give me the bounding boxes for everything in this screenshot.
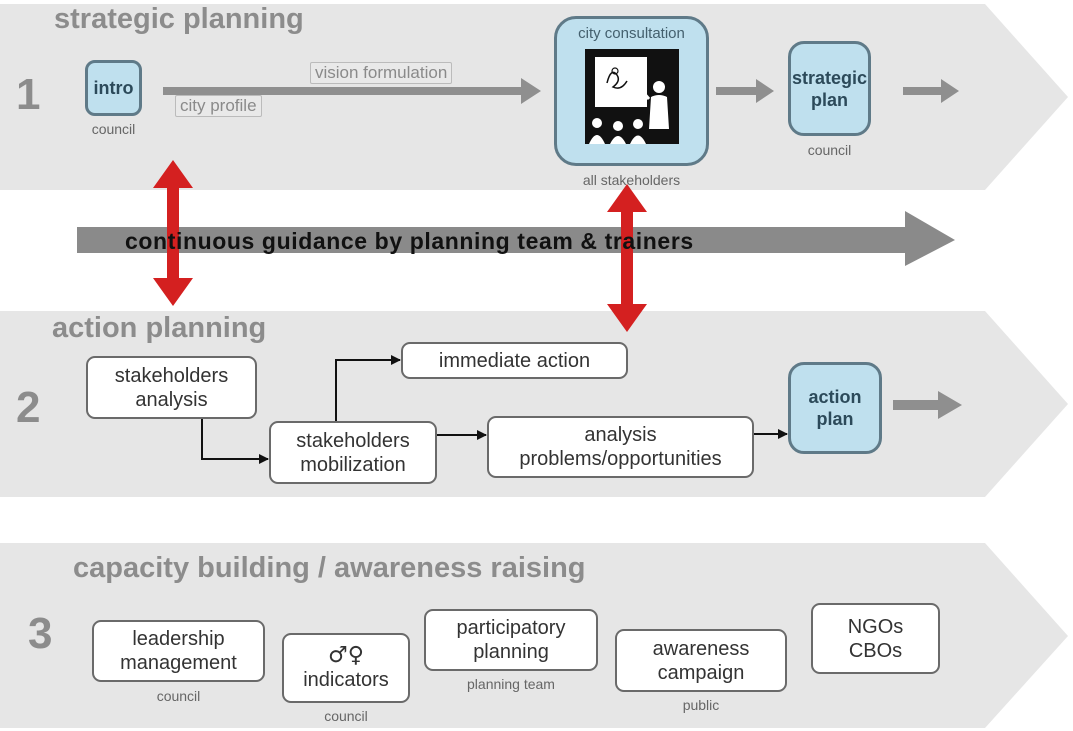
connector-analysis-mobilization bbox=[201, 418, 269, 464]
action-plan-label-2: plan bbox=[816, 409, 854, 429]
flow-arrow-vision bbox=[163, 78, 541, 104]
city-consultation-title: city consultation bbox=[578, 25, 685, 42]
leadership-label-2: management bbox=[120, 652, 237, 674]
flow-arrow-action-out bbox=[893, 391, 962, 419]
leadership-label-1: leadership bbox=[132, 628, 225, 650]
participatory-label-1: participatory bbox=[456, 617, 566, 639]
cbos-label: CBOs bbox=[848, 639, 903, 662]
city-profile-tag: city profile bbox=[175, 95, 262, 117]
ngos-label: NGOs bbox=[847, 615, 904, 638]
guidance-arrow bbox=[77, 211, 955, 266]
guidance-label: continuous guidance by planning team & t… bbox=[125, 228, 694, 254]
immediate-action-box[interactable]: immediate action bbox=[401, 342, 628, 379]
section-title-capacity: capacity building / awareness raising bbox=[73, 552, 586, 584]
leadership-subtitle: council bbox=[156, 688, 201, 704]
section-title-strategic: strategic planning bbox=[54, 3, 304, 35]
participatory-label-2: planning bbox=[473, 641, 549, 663]
leadership-management-box[interactable]: leadership management bbox=[92, 620, 265, 682]
ngos-cbos-box[interactable]: NGOs CBOs bbox=[811, 603, 940, 674]
flow-arrow-strategic-out bbox=[903, 79, 959, 103]
stakeholders-mobilization-label-2: mobilization bbox=[300, 453, 406, 476]
red-double-arrow-left bbox=[153, 160, 193, 306]
section-number-3: 3 bbox=[28, 609, 53, 658]
section-number-2: 2 bbox=[16, 383, 41, 432]
strategic-plan-box[interactable]: strategic plan bbox=[788, 41, 871, 136]
immediate-action-label: immediate action bbox=[438, 349, 591, 372]
stakeholders-analysis-label-2: analysis bbox=[135, 388, 208, 411]
strategic-plan-subtitle: council bbox=[807, 142, 852, 158]
gender-icon: ♂♀ bbox=[328, 643, 364, 668]
stakeholders-analysis-label-1: stakeholders bbox=[114, 364, 229, 387]
connector-mobilization-immediate bbox=[335, 355, 401, 422]
strategic-plan-label-1: strategic bbox=[791, 67, 868, 88]
stakeholders-analysis-box[interactable]: stakeholders analysis bbox=[86, 356, 257, 419]
awareness-subtitle: public bbox=[682, 697, 720, 713]
awareness-label-1: awareness bbox=[652, 637, 750, 660]
participatory-planning-box[interactable]: participatory planning bbox=[424, 609, 598, 671]
stakeholders-mobilization-label-1: stakeholders bbox=[296, 429, 410, 452]
participatory-subtitle: planning team bbox=[467, 676, 555, 692]
stakeholders-mobilization-box[interactable]: stakeholders mobilization bbox=[269, 421, 437, 484]
problems-opportunities-box[interactable]: analysis problems/opportunities bbox=[487, 416, 754, 478]
city-consultation-subtitle: all stakeholders bbox=[582, 172, 681, 188]
section-number-1: 1 bbox=[16, 70, 41, 119]
indicators-label: indicators bbox=[303, 669, 389, 691]
strategic-plan-label-2: plan bbox=[810, 89, 848, 110]
indicators-subtitle: council bbox=[324, 708, 368, 724]
intro-subtitle: council bbox=[91, 121, 136, 137]
action-plan-box[interactable]: action plan bbox=[788, 362, 882, 454]
section-title-action: action planning bbox=[52, 312, 267, 344]
indicators-box[interactable]: ♂♀ indicators bbox=[282, 633, 410, 703]
problems-opportunities-label-2: problems/opportunities bbox=[519, 448, 722, 470]
action-plan-label-1: action bbox=[808, 387, 862, 407]
flow-arrow-consultation bbox=[716, 79, 774, 103]
intro-label: intro bbox=[93, 78, 134, 98]
intro-box[interactable]: intro bbox=[85, 60, 142, 116]
red-double-arrow-right bbox=[607, 184, 647, 332]
problems-opportunities-label-1: analysis bbox=[584, 424, 657, 446]
awareness-label-2: campaign bbox=[657, 661, 745, 684]
awareness-campaign-box[interactable]: awareness campaign bbox=[615, 629, 787, 692]
meeting-illustration bbox=[584, 49, 679, 144]
city-consultation-box[interactable]: city consultation bbox=[554, 16, 709, 166]
vision-formulation-tag: vision formulation bbox=[310, 62, 453, 84]
